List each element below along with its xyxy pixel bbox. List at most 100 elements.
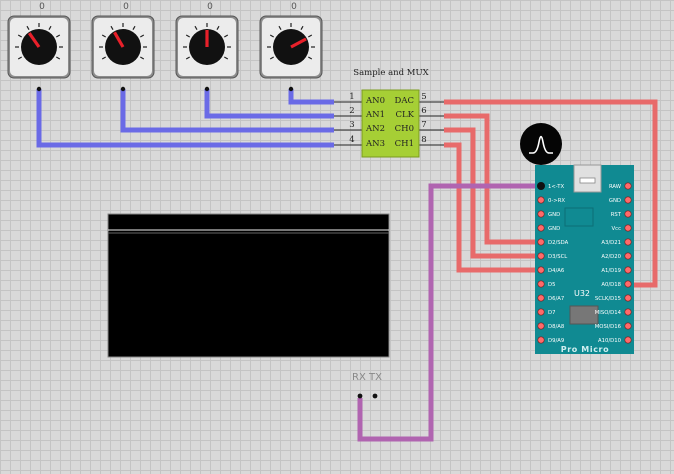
tx-pin-marker — [537, 182, 545, 190]
waveform-icon — [529, 135, 553, 154]
mux-title: Sample and MUX — [353, 68, 429, 78]
board-pin[interactable] — [537, 294, 545, 302]
terminal-connector[interactable]: RX TX — [352, 372, 382, 399]
board-pin[interactable] — [537, 238, 545, 246]
board-pin-label: GND — [548, 212, 560, 218]
board-pin-label: 0->RX — [548, 198, 565, 204]
wire-ch0-d3[interactable] — [444, 127, 543, 259]
board-pin[interactable] — [537, 252, 545, 260]
knob-ticks — [15, 23, 63, 60]
wire-knob2-an2[interactable] — [120, 89, 334, 133]
board-pin-label: Vcc — [612, 226, 622, 232]
mux-pin-number: 3 — [349, 120, 354, 130]
wire-knob4-an0[interactable] — [288, 89, 334, 105]
mux-pin-label: CH0 — [395, 124, 414, 134]
mux-pin-label: AN0 — [365, 96, 385, 106]
board-right-pins: RAWGNDRSTVccA3/D21A2/D20A1/D19A0/D18SCLK… — [595, 182, 632, 344]
board-pin[interactable] — [537, 336, 545, 344]
mux-left-pins: 1 2 3 4 AN0 AN1 AN2 AN3 — [349, 92, 385, 149]
board-pin-label: A10/D10 — [598, 338, 622, 344]
board-pin[interactable] — [537, 196, 545, 204]
board-pin[interactable] — [624, 238, 632, 246]
board-pin[interactable] — [624, 280, 632, 288]
board-pin[interactable] — [537, 280, 545, 288]
mux-pin-label: CLK — [396, 110, 415, 120]
mux-pin-label: CH1 — [395, 139, 414, 149]
board-pin-label: D8/A8 — [548, 324, 565, 330]
board-pin-label: D4/A6 — [548, 268, 565, 274]
knob-ticks — [183, 23, 231, 60]
board-pin-label: A0/D18 — [601, 282, 621, 288]
board-pin-label: A1/D19 — [601, 268, 621, 274]
potentiometer-knob-4[interactable]: 0 — [259, 2, 323, 79]
terminal-display[interactable] — [107, 213, 390, 358]
board-pin[interactable] — [624, 252, 632, 260]
board-name: Pro Micro — [561, 345, 609, 354]
potentiometer-knob-2[interactable]: 0 — [91, 2, 155, 79]
board-pin[interactable] — [537, 266, 545, 274]
board-pin-label: GND — [609, 198, 621, 204]
mux-pin-number: 1 — [349, 92, 354, 102]
wire-knob3-an1[interactable] — [204, 89, 334, 119]
mux-right-pins: DAC CLK CH0 CH1 5 6 7 8 — [395, 92, 427, 149]
board-left-pins: 1<-TX0->RXGNDGNDD2/SDAD3/SCLD4/A6D5D6/A7… — [537, 182, 569, 344]
wire-clk-d2[interactable] — [444, 113, 543, 245]
board-pin[interactable] — [537, 224, 545, 232]
board-pin[interactable] — [624, 308, 632, 316]
terminal-label: RX TX — [352, 372, 382, 383]
sample-and-mux-chip[interactable]: Sample and MUX 1 2 3 4 AN0 AN1 AN2 AN3 D… — [334, 68, 444, 158]
wire-knob1-an3[interactable] — [36, 89, 334, 148]
board-pin-label: GND — [548, 226, 560, 232]
mux-pin-label: AN3 — [365, 139, 385, 149]
board-pin[interactable] — [537, 308, 545, 316]
knob-pointer — [27, 32, 41, 48]
board-pin[interactable] — [624, 196, 632, 204]
board-pin-label: D2/SDA — [548, 240, 569, 246]
knob-value-label: 0 — [207, 2, 213, 12]
potentiometer-knob-1[interactable]: 0 — [7, 2, 71, 79]
tx-pin[interactable] — [372, 393, 378, 399]
board-pin-label: MOSI/D16 — [595, 324, 622, 330]
mux-pin-stubs — [334, 101, 444, 146]
knob-pointer — [113, 31, 125, 48]
board-pin[interactable] — [624, 210, 632, 218]
board-pin-label: D3/SCL — [548, 254, 567, 260]
board-pin[interactable] — [537, 210, 545, 218]
rx-pin[interactable] — [357, 393, 363, 399]
mux-pin-number: 6 — [421, 106, 426, 116]
mux-pin-label: DAC — [395, 96, 414, 106]
board-pin-label: D6/A7 — [548, 296, 564, 302]
board-pin[interactable] — [537, 322, 545, 330]
wire-ch1-d4[interactable] — [444, 142, 543, 273]
board-pin-label: A2/D20 — [601, 254, 621, 260]
wire-tx-terminal[interactable] — [357, 183, 543, 442]
blue-wires — [36, 89, 334, 148]
mux-pin-number: 7 — [421, 120, 426, 130]
mux-pin-number: 2 — [349, 106, 354, 116]
board-pin[interactable] — [624, 182, 632, 190]
knob-pointer — [290, 37, 307, 49]
mux-pin-number: 8 — [421, 135, 426, 145]
board-pin[interactable] — [624, 336, 632, 344]
board-pin-label: D9/A9 — [548, 338, 564, 344]
mux-pin-number: 4 — [349, 135, 354, 145]
board-pin[interactable] — [624, 266, 632, 274]
pro-micro-board[interactable]: U32 Pro Micro 1<-TX 0->RX GND GND D2/SDA D3/S… — [535, 164, 634, 354]
potentiometer-knob-3[interactable]: 0 — [175, 2, 239, 79]
board-pin[interactable] — [624, 322, 632, 330]
chip-label: U32 — [574, 289, 590, 298]
board-pin-label: RAW — [609, 184, 622, 190]
knob-value-label: 0 — [291, 2, 297, 12]
board-pin-label: A3/D21 — [601, 240, 621, 246]
board-pin-label: 1<-TX — [548, 184, 564, 190]
mux-pin-label: AN2 — [365, 124, 385, 134]
board-pin[interactable] — [624, 294, 632, 302]
board-pin[interactable] — [624, 224, 632, 232]
knob-value-label: 0 — [39, 2, 45, 12]
red-wires — [444, 99, 658, 288]
chip-outline — [564, 207, 594, 227]
knob-ticks — [99, 23, 147, 60]
mux-pin-number: 5 — [421, 92, 426, 102]
wire-dac-a0[interactable] — [444, 99, 658, 288]
